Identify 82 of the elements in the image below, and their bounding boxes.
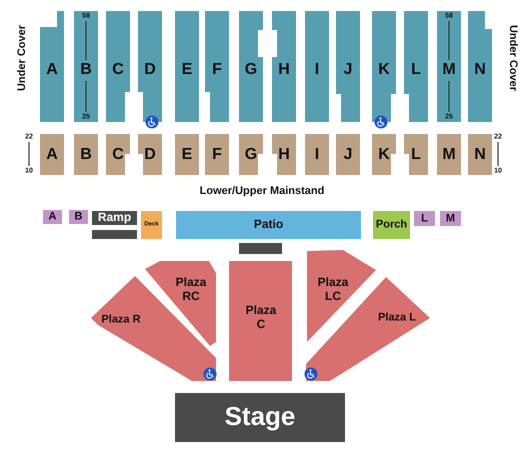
section-label: D	[144, 60, 156, 80]
section-label: N	[474, 146, 486, 164]
section-label: K	[378, 146, 390, 164]
seating-section	[437, 11, 461, 122]
section-label: G	[244, 146, 258, 164]
seating-section	[372, 134, 396, 175]
seating-section	[138, 11, 162, 122]
section-label: A	[48, 210, 56, 224]
section-label: E	[182, 60, 192, 80]
seating-section	[468, 11, 492, 122]
section-label: Plaza L	[377, 312, 417, 324]
section-label: E	[182, 146, 192, 164]
section-label: C	[112, 146, 124, 164]
seating-section	[440, 211, 461, 226]
section-label: D	[144, 146, 156, 164]
seating-section	[69, 210, 88, 224]
seating-section	[305, 134, 329, 175]
seating-section	[74, 134, 98, 175]
section-label: Porch	[376, 218, 408, 232]
section-label: L	[421, 212, 428, 225]
section-label: F	[212, 60, 222, 80]
section-label: I	[314, 60, 320, 80]
section-heading: Under Cover	[507, 24, 519, 92]
seating-section	[205, 11, 229, 122]
section-label: M	[442, 60, 456, 80]
section-label: F	[212, 146, 222, 164]
section-heading: Under Cover	[16, 24, 28, 92]
section-label: N	[474, 60, 486, 80]
section-label: A	[46, 146, 58, 164]
seating-section	[305, 11, 329, 122]
section-label: B	[80, 146, 92, 164]
section-label: J	[344, 146, 352, 164]
seating-section	[468, 134, 492, 175]
ramp-area	[92, 211, 137, 225]
seating-section	[40, 134, 64, 175]
seating-section	[239, 134, 263, 175]
section-label: I	[314, 146, 320, 164]
seating-section	[205, 134, 229, 175]
seating-section	[272, 134, 296, 175]
seating-section	[74, 11, 98, 122]
section-label: Plaza R	[101, 314, 141, 326]
section-label: L	[411, 146, 421, 164]
seating-section	[373, 211, 410, 239]
section-label: M	[442, 146, 456, 164]
seating-section	[336, 134, 360, 175]
section-label: B	[74, 210, 82, 224]
section-label: K	[378, 60, 390, 80]
seating-section	[43, 210, 62, 224]
section-label: A	[46, 60, 58, 80]
seating-section	[141, 211, 162, 239]
seating-section	[404, 11, 428, 122]
section-label: H	[278, 60, 290, 80]
seating-section	[229, 261, 292, 381]
section-label: L	[411, 60, 421, 80]
section-label: Plaza RC	[174, 276, 208, 304]
seating-section	[138, 134, 162, 175]
seating-section	[106, 11, 130, 122]
seating-section	[106, 134, 130, 175]
section-label: Patio	[254, 218, 284, 232]
section-label: Plaza LC	[316, 276, 350, 304]
seating-section	[176, 211, 361, 239]
seating-section	[175, 134, 199, 175]
seating-section	[372, 11, 396, 122]
section-label: J	[344, 60, 352, 80]
seating-section	[175, 11, 199, 122]
section-label: B	[80, 60, 92, 80]
section-label: H	[278, 146, 290, 164]
section-heading: Lower/Upper Mainstand	[200, 185, 324, 197]
section-label: C	[112, 60, 124, 80]
seating-section	[414, 211, 435, 226]
section-label: M	[446, 212, 456, 225]
seating-section	[437, 134, 461, 175]
stage	[175, 393, 345, 442]
section-label: Ramp	[98, 210, 132, 224]
seating-section	[272, 11, 296, 122]
seating-section	[239, 11, 263, 122]
section-label: Plaza C	[244, 304, 278, 332]
seating-section	[40, 11, 64, 122]
seating-section	[336, 11, 360, 122]
stage-label: Stage	[224, 402, 296, 432]
section-label: G	[244, 60, 258, 80]
seating-section	[404, 134, 428, 175]
